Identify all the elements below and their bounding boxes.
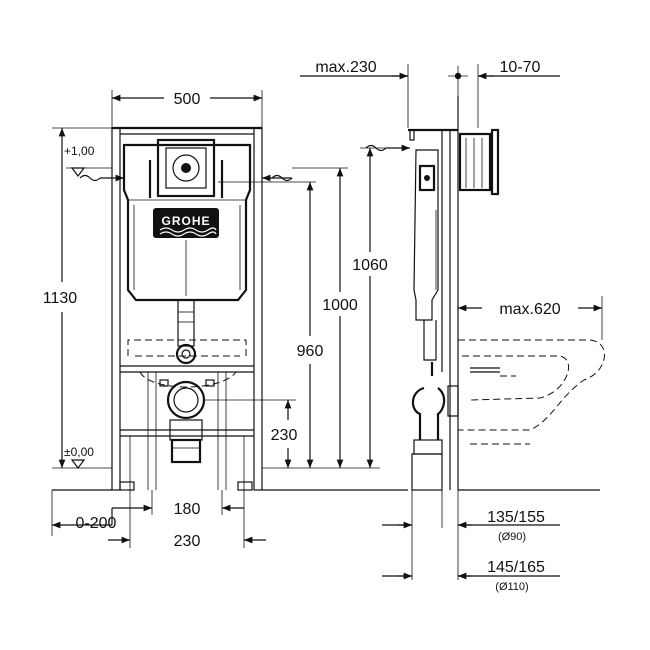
span-180-label: 180 [174, 501, 201, 518]
width-label: 500 [174, 91, 201, 108]
height-230-label: 230 [271, 427, 298, 444]
bowl-max-label: max.620 [499, 301, 560, 318]
level-top: +1,00 [64, 144, 112, 177]
height-1000-label: 1000 [322, 297, 358, 314]
height-label: 1130 [43, 290, 78, 307]
span-230-label: 230 [174, 533, 201, 550]
side-frame [408, 96, 500, 491]
flush-pipe [175, 299, 197, 365]
dim-wall-range: 10-70 [448, 59, 560, 128]
dim-1000: 1000 [292, 167, 358, 468]
wall-range-label: 10-70 [500, 59, 541, 76]
height-960-label: 960 [297, 343, 324, 360]
side-inlet [365, 144, 410, 152]
cistern [122, 138, 252, 302]
dim-max-620: max.620 [458, 296, 603, 340]
dim-1060: 1060 [352, 147, 408, 468]
height-1060-label: 1060 [352, 257, 388, 274]
level-floor: ±0,00 [64, 445, 94, 469]
side-bowl-outline [458, 339, 605, 445]
inlet-right [262, 174, 293, 182]
level-top-label: +1,00 [64, 144, 95, 158]
drain-110-sub: (Ø110) [495, 581, 528, 593]
waste-connector [159, 379, 215, 464]
depth-max-label: max.230 [315, 59, 376, 76]
grohe-logo: GROHE [153, 208, 219, 238]
dim-960: 960 [218, 181, 324, 468]
front-bowl-outline [127, 339, 247, 388]
dim-180: 180 [130, 490, 244, 518]
logo-text: GROHE [161, 214, 210, 228]
front-frame [111, 126, 263, 491]
dim-max-230: max.230 [300, 59, 409, 128]
dim-drain-90: 135/155 (Ø90) [382, 490, 560, 580]
floor-offset-label: 0-200 [76, 515, 117, 532]
dim-drain-110: 145/165 (Ø110) [382, 559, 560, 593]
level-floor-label: ±0,00 [64, 445, 94, 459]
dim-width: 500 [111, 90, 263, 128]
drain-110-label: 145/165 [487, 559, 545, 576]
drain-90-label: 135/155 [487, 509, 545, 526]
dim-floor-offset: 0-200 [51, 490, 130, 536]
drain-90-sub: (Ø90) [498, 531, 526, 543]
dim-height: 1130 [43, 127, 112, 468]
dim-230-bottom: 230 [108, 436, 266, 550]
dim-230-height: 230 [204, 399, 380, 469]
inlet-left [79, 174, 124, 182]
